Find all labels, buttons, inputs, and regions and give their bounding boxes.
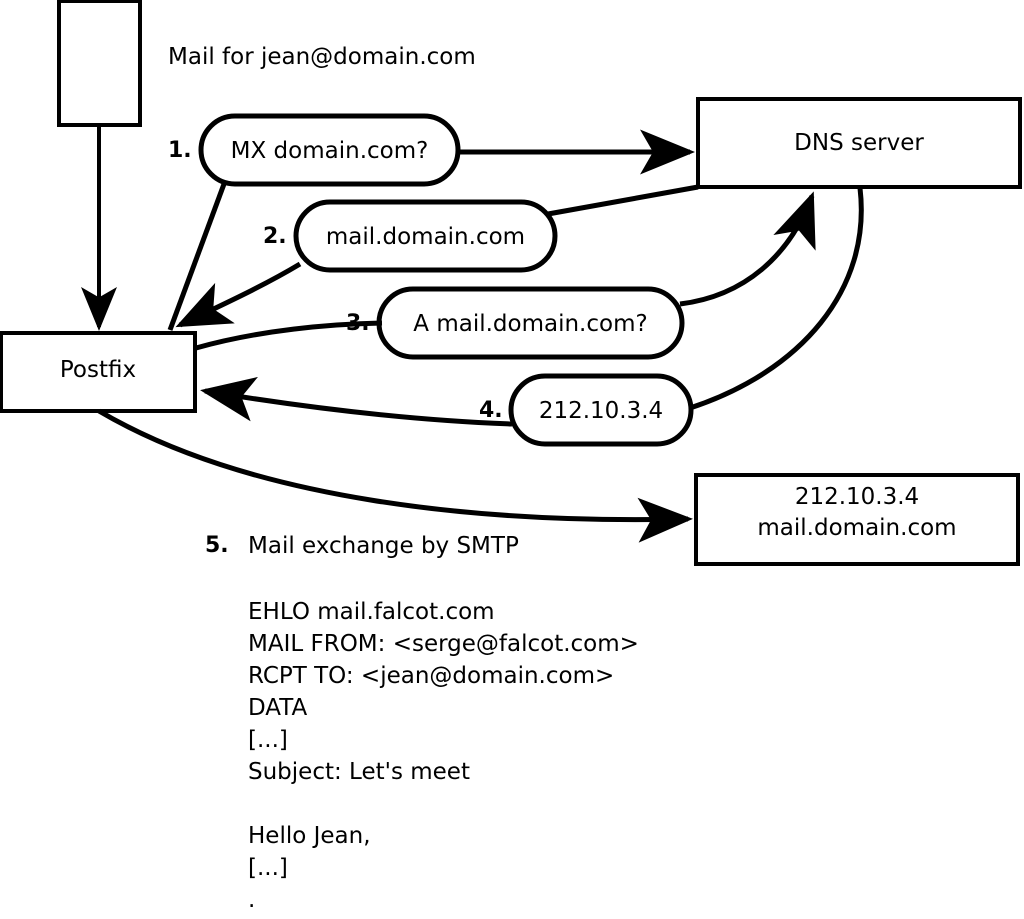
- edge-bubble4-to-postfix: [200, 376, 513, 427]
- smtp-transcript-line: RCPT TO: <jean@domain.com>: [248, 663, 615, 689]
- edge-bubble3-to-dns: [679, 191, 816, 307]
- step-number-2: 2.: [263, 224, 287, 249]
- smtp-transcript-line: [...]: [248, 727, 288, 753]
- edge-postfix-to-bubble3: [195, 320, 383, 351]
- step-number-4: 4.: [479, 398, 503, 423]
- smtp-transcript-line: .: [248, 887, 256, 913]
- step-5-label: Mail exchange by SMTP: [248, 533, 519, 559]
- smtp-transcript-line: Hello Jean,: [248, 823, 371, 849]
- smtp-transcript-line: EHLO mail.falcot.com: [248, 599, 495, 625]
- node-postfix-box: [0, 331, 197, 413]
- step-number-3: 3.: [346, 311, 370, 336]
- bubble-step-4: [508, 373, 694, 447]
- smtp-transcript-line: DATA: [248, 695, 308, 721]
- edge-bubble2-to-postfix: [175, 261, 302, 328]
- node-client-box: [57, 0, 142, 127]
- smtp-transcript-line: [...]: [248, 855, 288, 881]
- smtp-transcript-line: [248, 788, 639, 820]
- smtp-transcript-line: MAIL FROM: <serge@falcot.com>: [248, 631, 639, 657]
- edge-postfix-to-mailserver: [97, 408, 693, 543]
- mail-for-note: Mail for jean@domain.com: [168, 44, 476, 70]
- edge-dns-to-bubble2: [547, 184, 699, 217]
- node-mailserver-box: [694, 473, 1020, 566]
- bubble-step-3: [376, 286, 685, 360]
- bubble-step-2: [293, 199, 558, 273]
- bubble-step-1: [198, 113, 461, 187]
- node-dns-box: [696, 97, 1022, 189]
- step-number-5: 5.: [205, 533, 229, 558]
- edge-dns-to-bubble4: [689, 187, 864, 411]
- step-number-1: 1.: [168, 138, 192, 163]
- smtp-transcript-line: Subject: Let's meet: [248, 759, 470, 785]
